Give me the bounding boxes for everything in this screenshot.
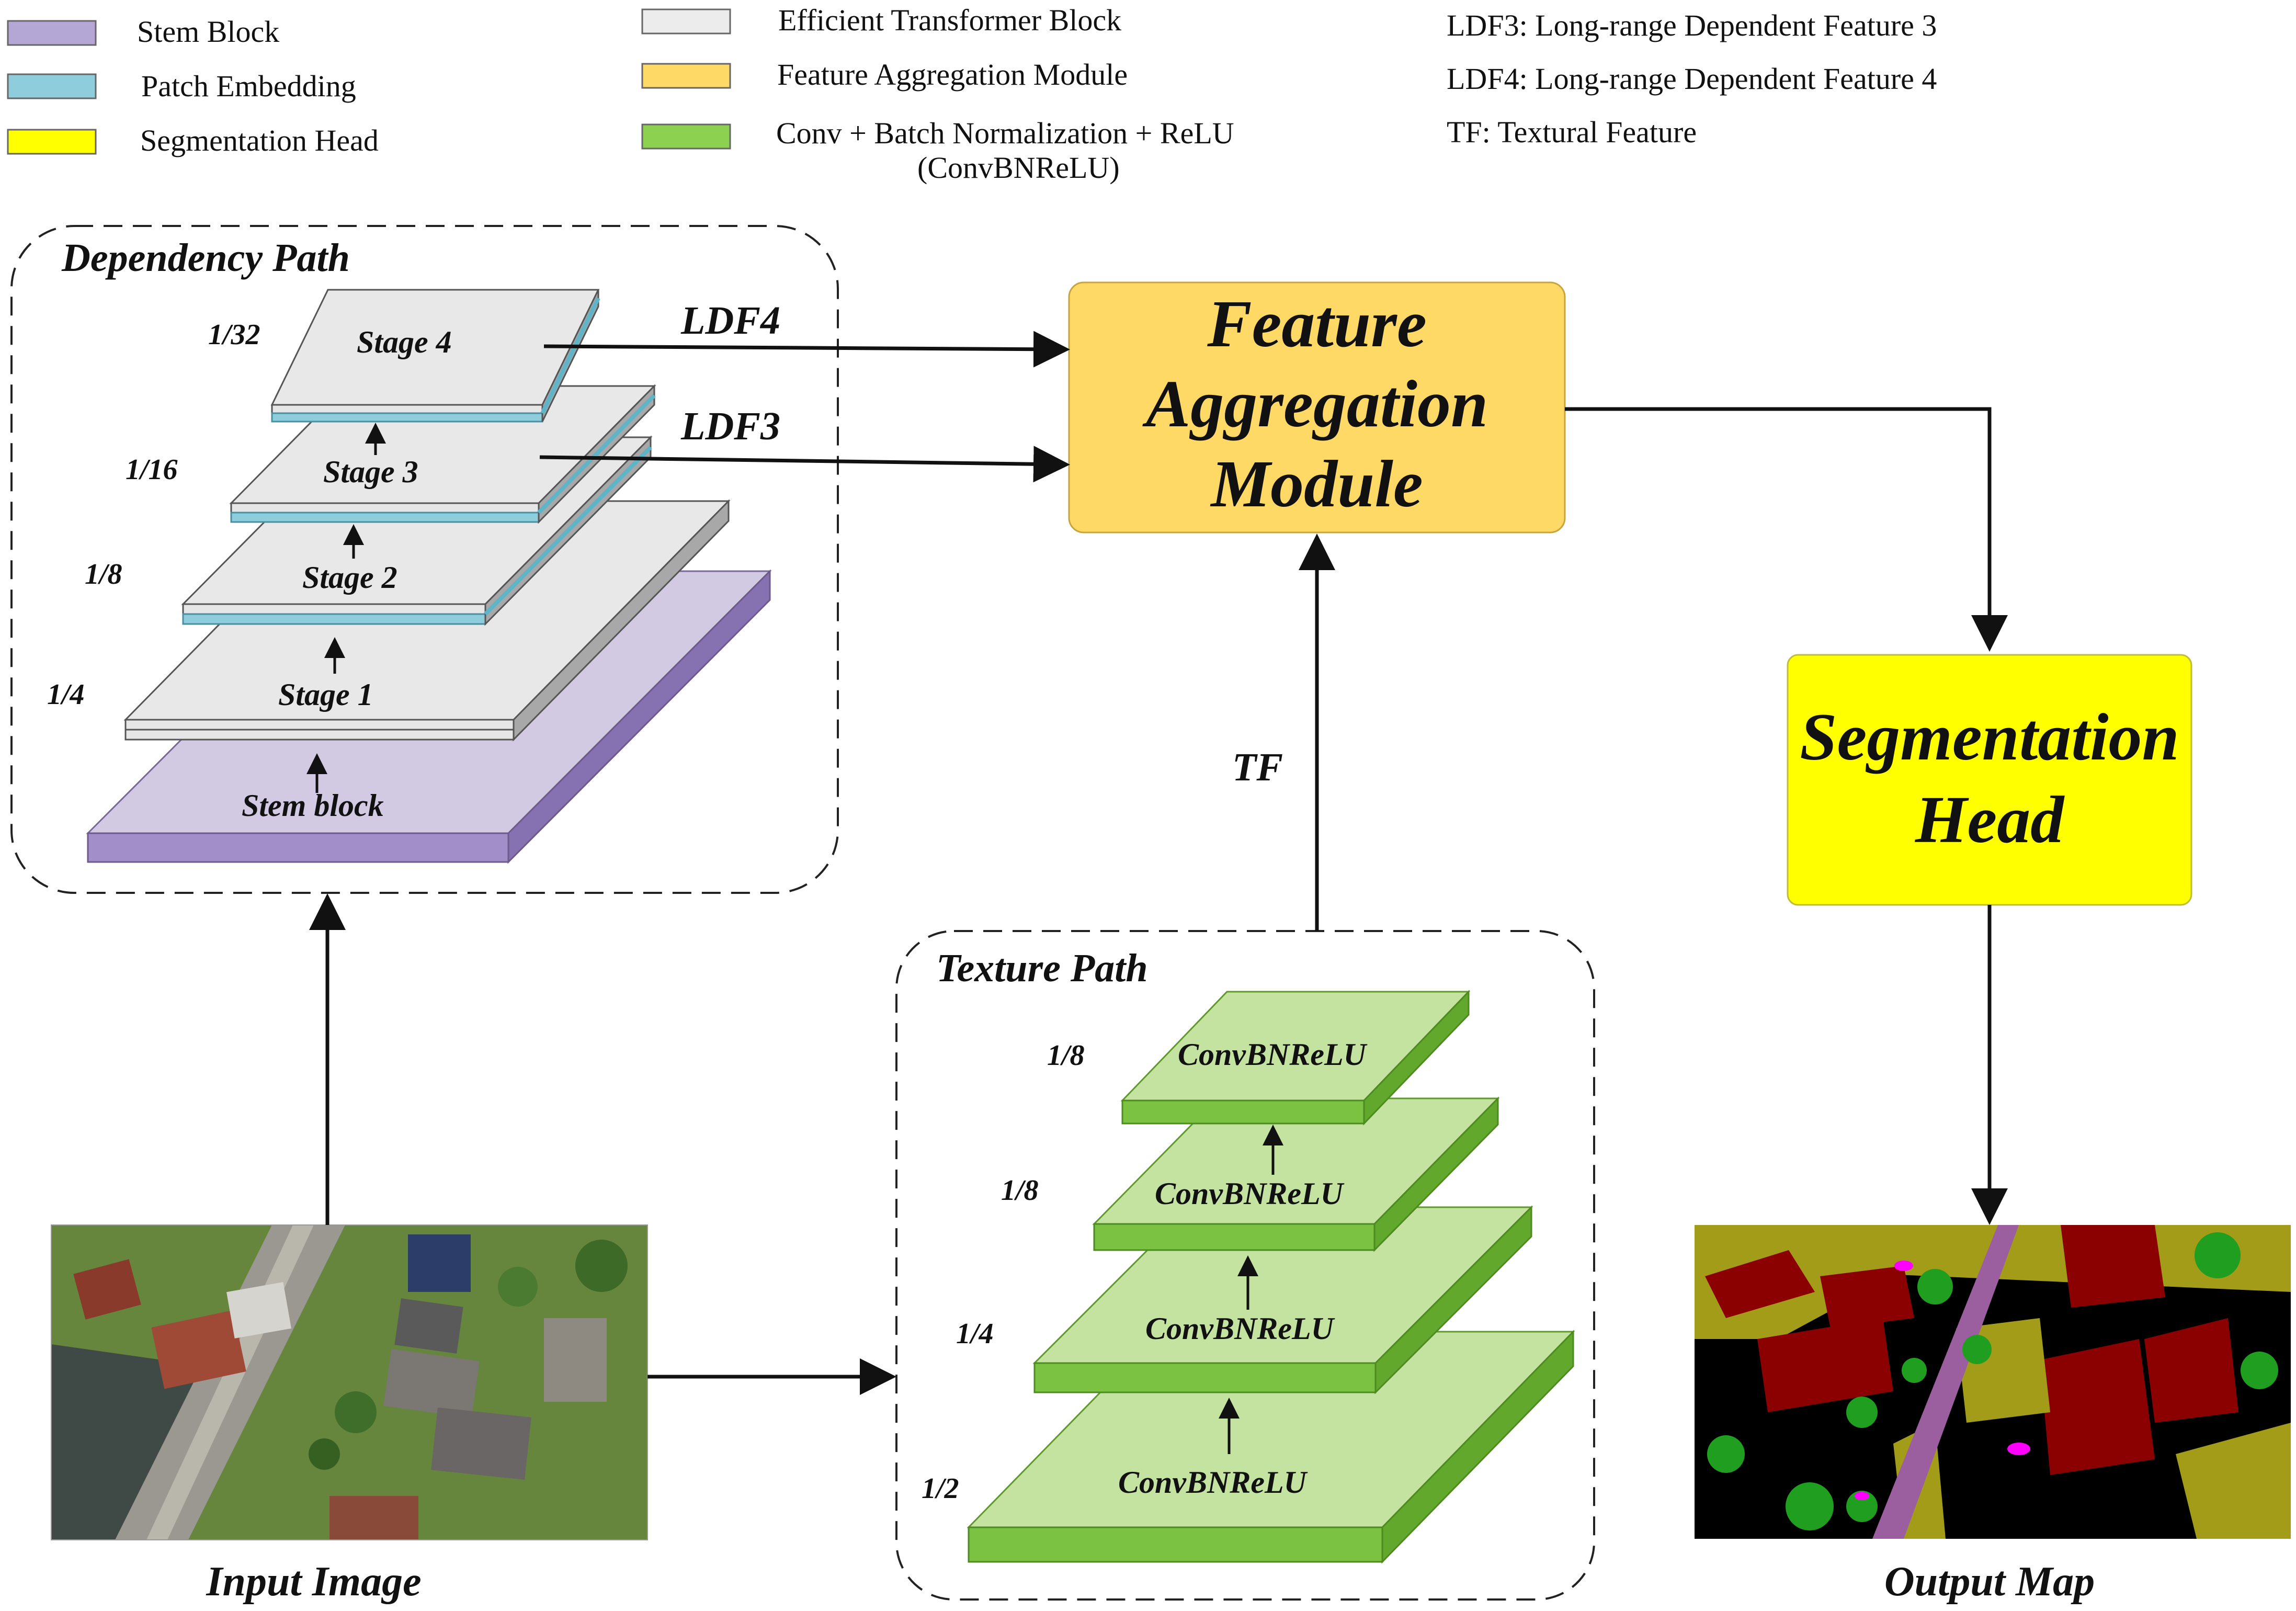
conv-block-3 xyxy=(1092,1096,1500,1252)
dependency-path-frame xyxy=(10,225,839,894)
dependency-path: Dependency Path Stem block Stage 1 1/4 S… xyxy=(10,225,839,894)
legend-label-transformer: Efficient Transformer Block xyxy=(778,3,1121,37)
feature-aggregation-module: Feature Aggregation Module xyxy=(1068,281,1566,534)
conv-block-3-scale: 1/8 xyxy=(1001,1174,1039,1207)
legend-label-patch: Patch Embedding xyxy=(141,69,356,103)
stage-2-scale: 1/8 xyxy=(85,558,122,591)
texture-path-frame xyxy=(895,930,1595,1601)
legend-label-seghead: Segmentation Head xyxy=(140,123,379,157)
stage-1-scale: 1/4 xyxy=(47,678,85,711)
conv-block-4-label: ConvBNReLU xyxy=(1178,1037,1368,1072)
input-image-caption: Input Image xyxy=(206,1559,421,1605)
segmentation-head: Segmentation Head xyxy=(1787,654,2192,906)
tf-label: TF xyxy=(1232,745,1283,789)
conv-block-1-scale: 1/2 xyxy=(922,1472,959,1505)
output-map-caption: Output Map xyxy=(1884,1559,2095,1605)
texture-path-title: Texture Path xyxy=(936,946,1148,990)
conv-block-4 xyxy=(1120,990,1471,1126)
arrow-ldf3 xyxy=(539,446,1070,483)
legend-swatch-seghead xyxy=(7,129,97,155)
dependency-path-title: Dependency Path xyxy=(61,236,350,280)
output-map xyxy=(1695,1225,2291,1539)
legend: Stem Block Patch Embedding Segmentation … xyxy=(7,3,1937,185)
input-image xyxy=(51,1224,648,1540)
seghead-label-line1: Segmentation xyxy=(1800,700,2179,774)
legend-label-stem: Stem Block xyxy=(137,15,279,49)
fam-label-line2: Aggregation xyxy=(1142,367,1488,441)
conv-block-1-label: ConvBNReLU xyxy=(1118,1465,1308,1500)
stage-3-label: Stage 3 xyxy=(323,455,418,489)
fam-label-line1: Feature xyxy=(1207,287,1427,361)
seghead-box xyxy=(1787,654,2192,906)
legend-label-fam: Feature Aggregation Module xyxy=(777,58,1128,92)
stage-1-label: Stage 1 xyxy=(278,677,373,712)
stem-block-label: Stem block xyxy=(242,788,384,823)
legend-swatch-fam xyxy=(641,63,731,89)
stage-2-label: Stage 2 xyxy=(302,560,397,595)
stage-4-scale: 1/32 xyxy=(208,319,260,351)
conv-block-2-scale: 1/4 xyxy=(956,1318,994,1350)
conv-block-3-label: ConvBNReLU xyxy=(1155,1176,1345,1211)
seghead-label-line2: Head xyxy=(1915,782,2065,857)
legend-ldf4: LDF4: Long-range Dependent Feature 4 xyxy=(1447,62,1937,96)
texture-path: Texture Path ConvBNReLU 1/2 ConvBNReLU 1… xyxy=(895,930,1595,1601)
conv-block-2-label: ConvBNReLU xyxy=(1145,1311,1335,1346)
ldf3-label: LDF3 xyxy=(680,404,780,448)
legend-tf: TF: Textural Feature xyxy=(1447,115,1697,149)
legend-swatch-patch xyxy=(7,73,97,99)
fam-label-line3: Module xyxy=(1210,447,1423,521)
conv-block-4-scale: 1/8 xyxy=(1047,1039,1085,1072)
stage-3-scale: 1/16 xyxy=(126,453,178,486)
legend-swatch-conv xyxy=(641,123,731,150)
legend-swatch-transformer xyxy=(641,8,731,35)
legend-label-conv-abbrev: (ConvBNReLU) xyxy=(917,151,1120,185)
stage-4-label: Stage 4 xyxy=(357,325,452,359)
legend-label-conv: Conv + Batch Normalization + ReLU xyxy=(776,116,1234,150)
arrow-fam-to-seghead xyxy=(1565,407,2008,652)
arrow-ldf4 xyxy=(543,331,1070,368)
stage-4-block xyxy=(270,289,600,423)
legend-ldf3: LDF3: Long-range Dependent Feature 3 xyxy=(1447,8,1937,42)
ldf4-label: LDF4 xyxy=(680,299,780,343)
legend-swatch-stem xyxy=(7,20,97,46)
